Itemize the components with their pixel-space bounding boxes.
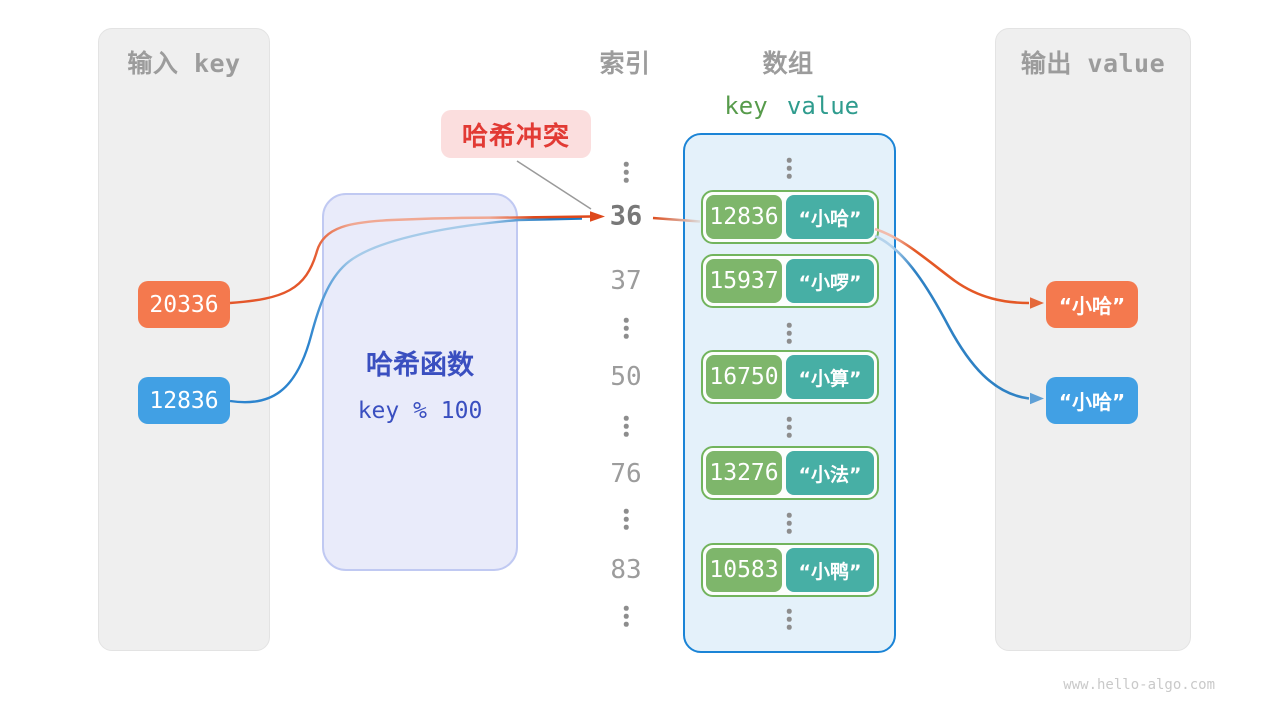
hash-function-box: 哈希函数 key % 100	[322, 193, 518, 571]
array-row-key: 16750	[706, 355, 782, 399]
index-value-highlighted: 36	[609, 200, 643, 232]
ellipsis-dots	[786, 157, 792, 179]
array-row-value: “小鸭”	[786, 548, 874, 592]
ellipsis-dots	[786, 512, 792, 534]
ellipsis-dots	[623, 605, 629, 627]
array-row-key: 15937	[706, 259, 782, 303]
output-panel	[995, 28, 1191, 651]
ellipsis-dots	[623, 415, 629, 437]
index-value: 76	[610, 459, 642, 489]
hash-function-formula: key % 100	[357, 398, 483, 424]
array-row-value: “小哈”	[786, 195, 874, 239]
collision-pointer-line	[516, 160, 592, 210]
ellipsis-dots	[786, 322, 792, 344]
hash-collision-badge: 哈希冲突	[441, 110, 591, 158]
input-key-chip: 12836	[138, 377, 230, 424]
output-panel-title: 输出 value	[1020, 49, 1166, 78]
array-row-value: “小啰”	[786, 259, 874, 303]
array-row: 16750 “小算”	[701, 350, 879, 404]
output-value-chip: “小哈”	[1046, 377, 1138, 424]
arrowhead-to-index-36	[590, 211, 605, 222]
index-value: 37	[610, 266, 642, 296]
ellipsis-dots	[623, 161, 629, 183]
input-panel-title: 输入 key	[127, 49, 241, 78]
ellipsis-dots	[786, 416, 792, 438]
index-value: 50	[610, 362, 642, 392]
array-value-header: value	[786, 92, 860, 120]
array-key-header: key	[724, 92, 768, 120]
input-panel	[98, 28, 270, 651]
array-row-key: 10583	[706, 548, 782, 592]
watermark: www.hello-algo.com	[1063, 677, 1215, 693]
index-column-title: 索引	[599, 49, 651, 78]
ellipsis-dots	[623, 317, 629, 339]
array-row-value: “小法”	[786, 451, 874, 495]
ellipsis-dots	[786, 608, 792, 630]
array-row-value: “小算”	[786, 355, 874, 399]
array-title: 数组	[762, 49, 814, 78]
array-row-key: 12836	[706, 195, 782, 239]
ellipsis-dots	[623, 508, 629, 530]
array-row: 13276 “小法”	[701, 446, 879, 500]
array-row: 10583 “小鸭”	[701, 543, 879, 597]
array-row: 15937 “小啰”	[701, 254, 879, 308]
output-value-chip: “小哈”	[1046, 281, 1138, 328]
index-value: 83	[610, 555, 642, 585]
input-key-chip: 20336	[138, 281, 230, 328]
hash-function-title: 哈希函数	[366, 350, 474, 381]
array-row: 12836 “小哈”	[701, 190, 879, 244]
array-row-key: 13276	[706, 451, 782, 495]
